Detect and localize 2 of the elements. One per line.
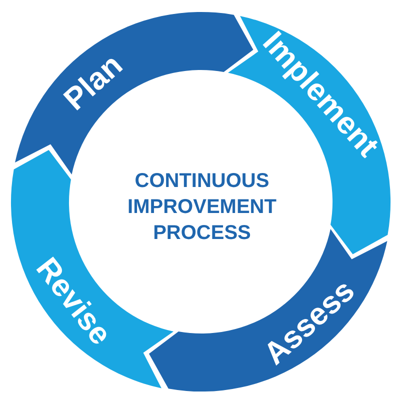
stage-label: Plan	[58, 48, 128, 116]
center-title: CONTINUOUS IMPROVEMENT PROCESS	[126, 169, 278, 246]
